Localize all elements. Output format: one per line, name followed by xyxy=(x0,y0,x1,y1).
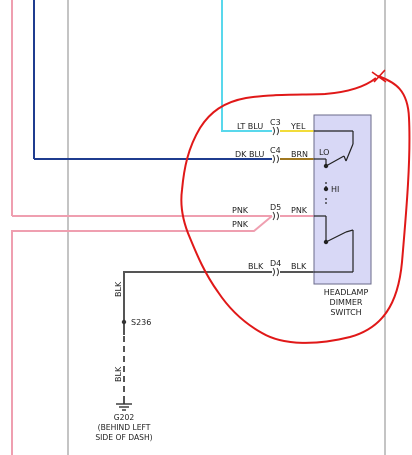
switch-title-line3: SWITCH xyxy=(330,308,361,317)
connector-c3-icon xyxy=(272,126,279,136)
red-annotation-circle xyxy=(180,75,411,344)
connector-d5-icon xyxy=(272,211,279,221)
hi-label: HI xyxy=(331,185,339,194)
pnk-bottom-wire xyxy=(11,215,273,455)
connector-d4-icon xyxy=(272,267,279,277)
d5-label: D5 xyxy=(270,203,281,212)
ground-desc-line1: (BEHIND LEFT xyxy=(98,423,151,432)
c3-label: C3 xyxy=(270,118,281,127)
blk-right-label: BLK xyxy=(291,262,307,271)
lt-blu-wire xyxy=(221,0,272,132)
pnk-right-label: PNK xyxy=(291,206,308,215)
blk-wire-mask-lower xyxy=(118,335,130,455)
switch-title-line1: HEADLAMP xyxy=(324,288,369,297)
blk-left-label: BLK xyxy=(248,262,264,271)
dk-blu-label: DK BLU xyxy=(235,150,264,159)
c4-label: C4 xyxy=(270,146,281,155)
brn-label: BRN xyxy=(291,150,308,159)
pnk-left-bottom-label: PNK xyxy=(232,220,249,229)
blk-vertical-bottom-label: BLK xyxy=(114,366,123,382)
yel-label: YEL xyxy=(290,122,306,131)
lt-blu-label: LT BLU xyxy=(237,122,263,131)
connector-c4-icon xyxy=(272,154,279,164)
lo-label: LO xyxy=(319,148,329,157)
d4-label: D4 xyxy=(270,259,281,268)
ground-id-label: G202 xyxy=(114,413,135,422)
switch-contacts-icon xyxy=(314,130,354,273)
pnk-left-top-label: PNK xyxy=(232,206,249,215)
splice-dot xyxy=(121,319,127,325)
ground-desc-line2: SIDE OF DASH) xyxy=(95,433,152,442)
red-annotation-mark xyxy=(371,69,387,83)
dimmer-switch-box xyxy=(313,114,372,285)
ground-icon xyxy=(116,403,132,411)
blk-vertical-top-label: BLK xyxy=(114,281,123,297)
switch-title-line2: DIMMER xyxy=(330,298,363,307)
s236-label: S236 xyxy=(131,318,151,327)
